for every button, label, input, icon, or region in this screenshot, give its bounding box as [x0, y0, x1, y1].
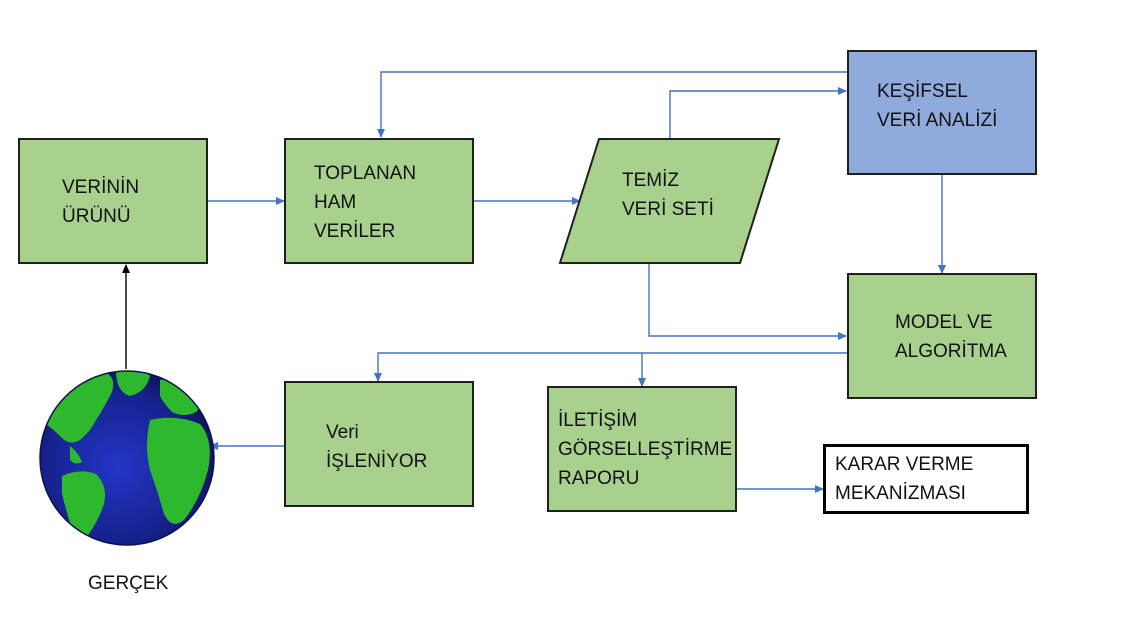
arrow-model-to-isleniyor	[374, 352, 848, 382]
verinin-urunu-line-1: VERİNİN	[62, 177, 140, 198]
kesifsel-line-1: KEŞİFSEL	[877, 81, 968, 102]
isleniyor-line-2: İŞLENİYOR	[326, 451, 428, 472]
temiz-line-2: VERİ SETİ	[622, 199, 714, 220]
veri-isleniyor-box	[284, 381, 474, 507]
kesifsel-veri-analizi-box	[847, 50, 1037, 175]
karar-verme-label: KARAR VERME MEKANİZMASI	[835, 450, 973, 508]
toplanan-ham-veriler-box	[284, 138, 474, 264]
temiz-line-1: TEMİZ	[622, 170, 679, 191]
kesifsel-veri-analizi-label: KEŞİFSEL VERİ ANALİZİ	[877, 77, 997, 135]
toplanan-ham-veriler-label: TOPLANAN HAM VERİLER	[314, 159, 416, 246]
temiz-veri-seti-shape	[558, 138, 781, 264]
model-ve-algoritma-box	[847, 273, 1037, 399]
isleniyor-line-1: Veri	[326, 422, 359, 443]
toplanan-line-1: TOPLANAN	[314, 163, 417, 184]
iletisim-raporu-label: İLETİŞİM GÖRSELLEŞTİRME RAPORU	[558, 406, 732, 493]
model-line-1: MODEL VE	[895, 312, 993, 333]
karar-line-1: KARAR VERME	[835, 454, 974, 475]
globe-icon	[39, 370, 215, 546]
model-ve-algoritma-label: MODEL VE ALGORİTMA	[895, 308, 1007, 366]
verinin-urunu-box	[18, 138, 208, 264]
kesifsel-line-2: VERİ ANALİZİ	[877, 110, 998, 131]
arrow-temiz-to-model	[648, 264, 847, 340]
iletisim-raporu-box	[547, 386, 737, 512]
iletisim-line-3: RAPORU	[558, 468, 640, 489]
iletisim-line-1: İLETİŞİM	[558, 410, 638, 431]
iletisim-line-2: GÖRSELLEŞTİRME	[558, 439, 733, 460]
toplanan-line-2: HAM	[314, 192, 357, 213]
veri-isleniyor-label: Veri İŞLENİYOR	[326, 418, 427, 476]
verinin-urunu-line-2: ÜRÜNÜ	[62, 206, 131, 227]
verinin-urunu-label: VERİNİN ÜRÜNÜ	[62, 173, 139, 231]
toplanan-line-3: VERİLER	[314, 221, 396, 242]
gercek-label: GERÇEK	[88, 573, 169, 594]
temiz-veri-seti-label: TEMİZ VERİ SETİ	[622, 166, 714, 224]
arrow-temiz-to-kesifsel	[669, 87, 847, 138]
arrow-kesifsel-to-toplanan	[377, 71, 848, 138]
karar-verme-box	[823, 444, 1029, 514]
karar-line-2: MEKANİZMASI	[835, 483, 966, 504]
model-line-2: ALGORİTMA	[895, 341, 1007, 362]
